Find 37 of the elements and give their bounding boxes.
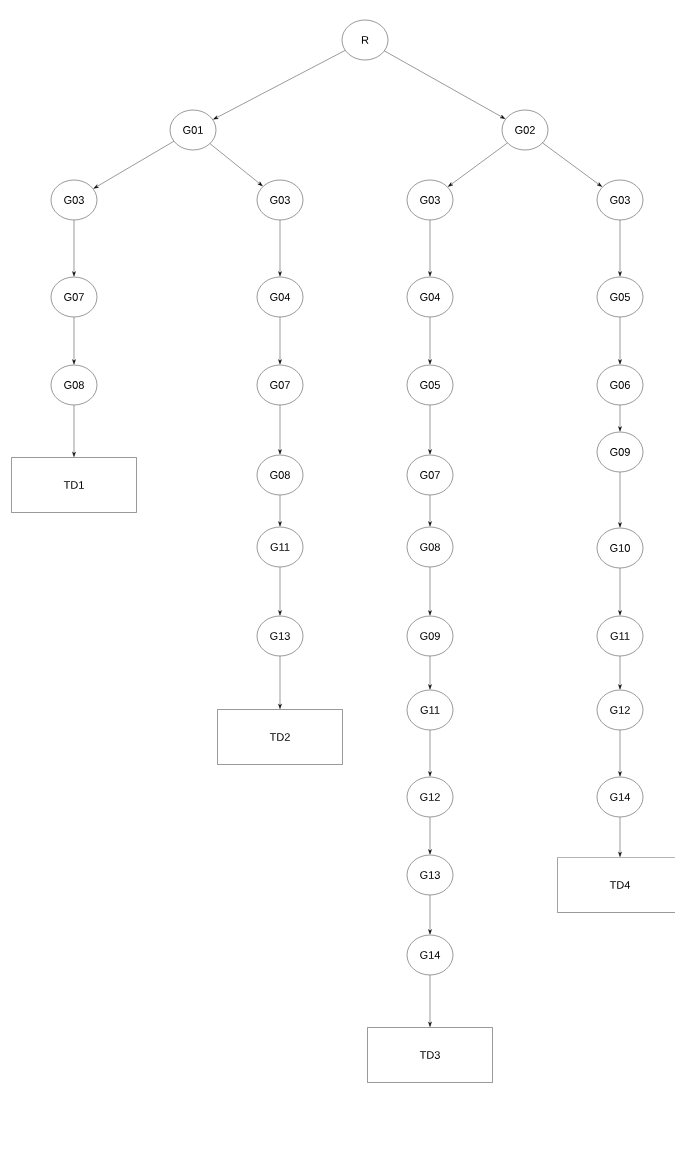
arrow [618,568,622,616]
arrow [428,656,432,690]
arrow [618,317,622,365]
arrow [278,317,282,365]
arrow [428,975,432,1027]
arrow [428,730,432,777]
arrow [278,495,282,527]
arrow [278,405,282,455]
arrow [428,567,432,616]
arrow [209,143,263,187]
arrow [428,317,432,365]
arrow [384,50,506,119]
arrow [428,817,432,855]
arrow [542,142,602,187]
arrow [428,895,432,935]
arrow [278,567,282,616]
arrow [278,656,282,709]
arrow [618,656,622,690]
terminal-box: TD3 [367,1027,493,1083]
terminal-box: TD1 [11,457,137,513]
arrow [72,317,76,365]
arrow [428,220,432,277]
arrow [93,141,174,189]
arrow [72,405,76,457]
arrow [618,220,622,277]
arrow [618,405,622,432]
arrow [618,472,622,528]
arrow [428,405,432,455]
arrow [618,730,622,777]
arrow [278,220,282,277]
arrow [213,50,346,120]
arrow [72,220,76,277]
terminal-box: TD2 [217,709,343,765]
terminal-box: TD4 [557,857,675,913]
arrow [428,495,432,527]
arrow [448,142,508,187]
arrow [618,817,622,857]
